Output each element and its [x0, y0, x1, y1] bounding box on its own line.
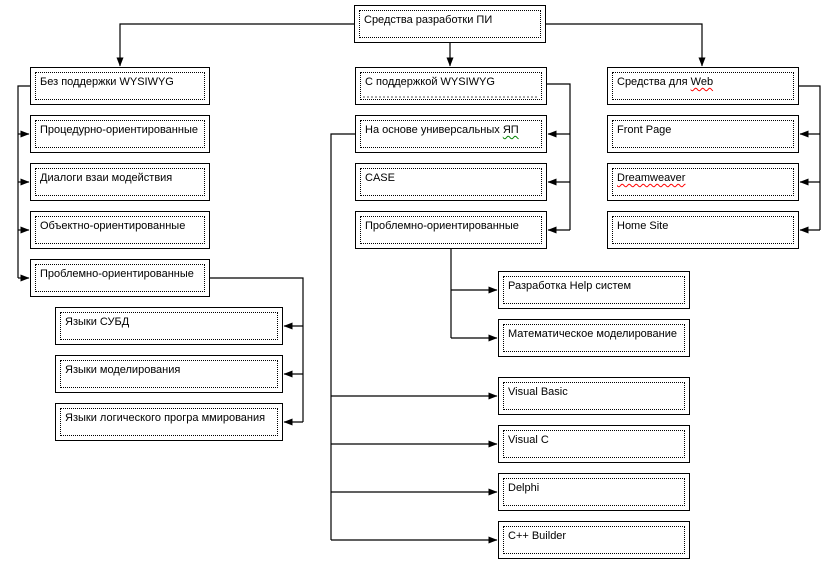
diagram-node-root: Средства разработки ПИ [354, 5, 546, 43]
node-label-segment: Процедурно-ориентированные [40, 124, 198, 136]
node-text-frame: Средства разработки ПИ [359, 10, 541, 38]
node-text-frame: Dreamweaver [612, 168, 794, 196]
diagram-node-cpp-builder: C++ Builder [498, 521, 690, 559]
diagram-node-visual-basic: Visual Basic [498, 377, 690, 415]
node-text-frame: Home Site [612, 216, 794, 244]
node-text-frame: Проблемно-ориентированные [360, 216, 542, 244]
node-label-segment: Разработка Help систем [508, 280, 632, 292]
node-label-segment-misspelled: Web [690, 76, 714, 88]
node-text-frame: Без поддержки WYSIWYG [35, 72, 205, 100]
node-label-segment: Delphi [508, 482, 540, 494]
connector-left-sub-rail [210, 277, 304, 422]
diagram-node-math-model: Математическое моделирование [498, 319, 690, 357]
connector-root-to-left-branch [116, 23, 354, 67]
diagram-node-delphi: Delphi [498, 473, 690, 511]
node-label-segment: С поддержкой WYSIWYG [365, 76, 495, 88]
node-text-frame: Языки моделирования [60, 360, 278, 388]
node-text-frame: На основе универсальных ЯП [360, 120, 542, 148]
connector-root-to-right-branch [546, 23, 706, 67]
node-text-frame: Математическое моделирование [503, 324, 685, 352]
connector-middle-rail [547, 83, 571, 230]
node-label-segment-misspelled: ЯП [502, 124, 519, 136]
node-text-frame: C++ Builder [503, 526, 685, 554]
diagram-node-visual-c: Visual C [498, 425, 690, 463]
node-label-segment-misspelled: Dreamweaver [617, 172, 686, 184]
diagram-node-problem-mid: Проблемно-ориентированные [355, 211, 547, 249]
diagram-node-model-langs: Языки моделирования [55, 355, 283, 393]
diagram-node-front-page: Front Page [607, 115, 799, 153]
diagram-node-with-wysiwyg: С поддержкой WYSIWYG [355, 67, 547, 105]
diagram-node-problem-left: Проблемно-ориентированные [30, 259, 210, 297]
node-label-segment: Front Page [617, 124, 672, 136]
node-text-frame: Visual Basic [503, 382, 685, 410]
node-text-frame: CASE [360, 168, 542, 196]
connector-universal-rail [330, 133, 355, 540]
node-label-segment: Языки СУБД [65, 316, 130, 328]
node-text-frame: Процедурно-ориентированные [35, 120, 205, 148]
diagram-node-web-tools: Средства для Web [607, 67, 799, 105]
diagram-node-logic-langs: Языки логического програ ммирования [55, 403, 283, 441]
node-label-segment: Языки логического програ ммирования [65, 412, 266, 424]
diagram-node-procedural: Процедурно-ориентированные [30, 115, 210, 153]
diagram-node-db-langs: Языки СУБД [55, 307, 283, 345]
diagram-node-object-oriented: Объектно-ориентированные [30, 211, 210, 249]
node-text-frame: Языки СУБД [60, 312, 278, 340]
diagram-node-home-site: Home Site [607, 211, 799, 249]
node-label-segment: Языки моделирования [65, 364, 181, 376]
node-label-segment: На основе универсальных [365, 124, 503, 136]
node-label-segment: Средства разработки ПИ [364, 14, 493, 26]
node-text-frame: Объектно-ориентированные [35, 216, 205, 244]
node-label-segment: Home Site [617, 220, 669, 232]
node-label-segment: Проблемно-ориентированные [40, 268, 194, 280]
node-text-frame: С поддержкой WYSIWYG [360, 72, 542, 100]
node-text-frame: Front Page [612, 120, 794, 148]
node-label-segment: Без поддержки WYSIWYG [40, 76, 174, 88]
diagram-node-dreamweaver: Dreamweaver [607, 163, 799, 201]
node-text-frame: Visual C [503, 430, 685, 458]
node-text-frame: Диалоги взаи модействия [35, 168, 205, 196]
node-label-segment: Средства для [617, 76, 691, 88]
connector-left-rail [17, 85, 30, 278]
node-text-frame: Delphi [503, 478, 685, 506]
diagram-node-no-wysiwyg: Без поддержки WYSIWYG [30, 67, 210, 105]
node-label-segment: Проблемно-ориентированные [365, 220, 519, 232]
connector-right-rail [799, 85, 821, 230]
diagram-node-case: CASE [355, 163, 547, 201]
node-text-frame: Проблемно-ориентированные [35, 264, 205, 292]
node-text-frame: Средства для Web [612, 72, 794, 100]
node-text-frame: Разработка Help систем [503, 276, 685, 304]
node-label-segment: C++ Builder [508, 530, 567, 542]
diagram-node-universal: На основе универсальных ЯП [355, 115, 547, 153]
diagram-node-help-dev: Разработка Help систем [498, 271, 690, 309]
gray-wave-underline [363, 96, 539, 98]
node-text-frame: Языки логического програ ммирования [60, 408, 278, 436]
node-label-segment: CASE [365, 172, 395, 184]
node-label-segment: Visual C [508, 434, 549, 446]
node-label-segment: Visual Basic [508, 386, 568, 398]
node-label-segment: Объектно-ориентированные [40, 220, 186, 232]
node-label-segment: Диалоги взаи модействия [40, 172, 173, 184]
diagram-node-dialogs: Диалоги взаи модействия [30, 163, 210, 201]
node-label-segment: Математическое моделирование [508, 328, 677, 340]
